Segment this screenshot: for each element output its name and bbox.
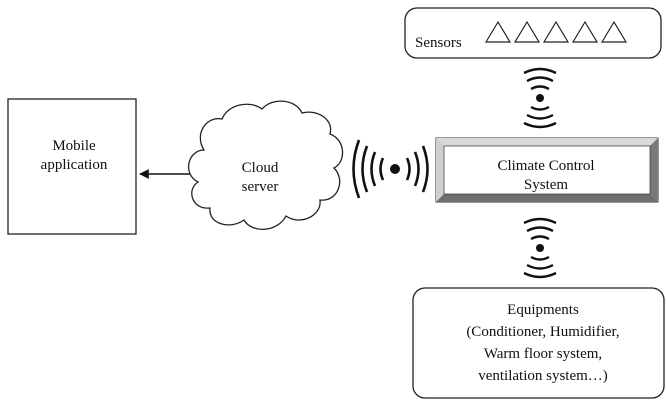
sensors-label: Sensors [415,35,462,51]
mobile-application-box [7,98,137,235]
wireless-signal-horizontal [352,139,429,199]
cloud-label-line2: server [241,179,279,195]
equipments-label-line3: Warm floor system, [483,346,603,362]
climate-control-label: Climate Control System [446,157,646,195]
mobile-application-label: Mobile application [10,137,138,175]
climate-label-line1: Climate Control [497,158,595,174]
mobile-label-line1: Mobile [52,138,96,154]
equipments-label-line2: (Conditioner, Humidifier, [466,324,620,340]
mobile-label-line2: application [40,157,108,173]
wireless-signal-top [523,67,557,129]
equipments-label-line4: ventilation system…) [478,368,608,384]
equipments-box [412,287,665,399]
cloud-server-shape [187,100,344,230]
equipments-label: Equipments (Conditioner, Humidifier, War… [415,299,666,387]
cloud-server-label: Cloud server [219,159,301,197]
climate-label-line2: System [523,177,569,193]
climate-control-box [435,137,659,203]
wireless-signal-bottom [523,217,557,279]
cloud-label-line1: Cloud [241,160,279,176]
sensor-triangles [484,20,628,43]
equipments-label-line1: Equipments [507,302,579,318]
